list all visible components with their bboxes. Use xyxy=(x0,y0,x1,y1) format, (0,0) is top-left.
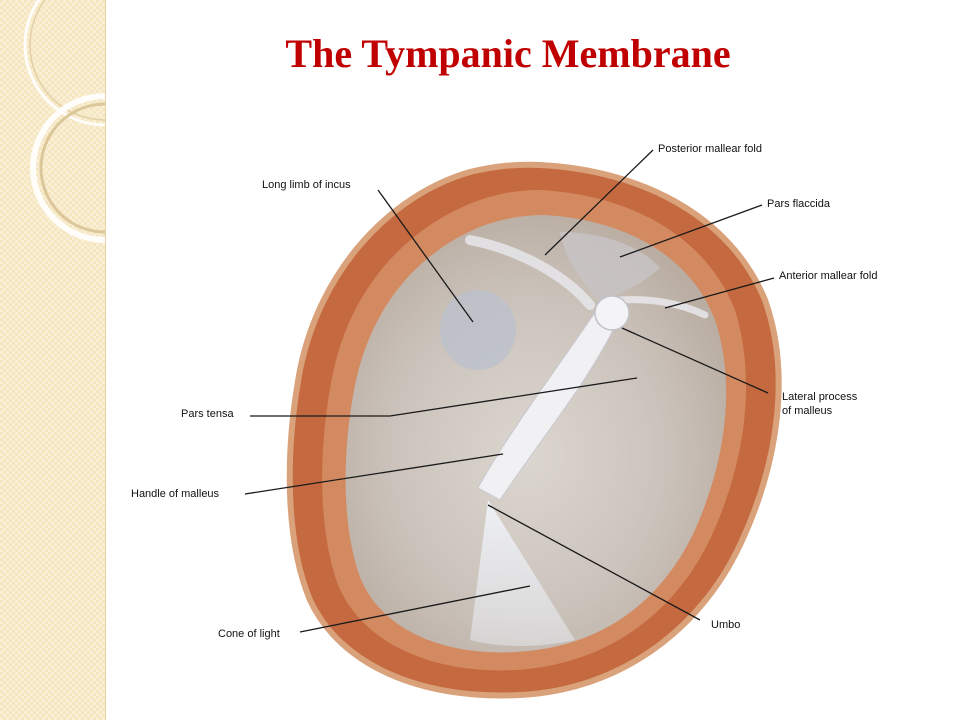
lateral-process-knob xyxy=(594,295,630,331)
tympanic-membrane-diagram: Posterior mallear fold Long limb of incu… xyxy=(131,143,877,699)
leader-posterior-mallear-fold xyxy=(544,149,654,256)
label-pars-tensa: Pars tensa xyxy=(181,408,234,420)
leader-handle-of-malleus xyxy=(244,453,504,495)
label-handle-of-malleus: Handle of malleus xyxy=(131,488,220,500)
decorative-side-strip xyxy=(0,0,106,720)
label-lateral-process-line1: Lateral process xyxy=(782,391,858,403)
incus-shadow xyxy=(440,290,516,370)
slide-title: The Tympanic Membrane xyxy=(285,31,731,76)
posterior-fold-ridge xyxy=(465,235,595,310)
leader-pars-tensa xyxy=(250,377,638,417)
label-posterior-mallear-fold: Posterior mallear fold xyxy=(658,143,762,155)
label-pars-flaccida: Pars flaccida xyxy=(767,198,831,210)
leader-pars-flaccida xyxy=(619,204,763,258)
leader-lateral-process xyxy=(621,327,769,394)
malleus-handle xyxy=(477,304,619,501)
label-umbo: Umbo xyxy=(711,619,740,631)
leader-long-limb-of-incus xyxy=(377,189,474,323)
leader-umbo xyxy=(487,504,701,621)
label-lateral-process-line2: of malleus xyxy=(782,405,833,417)
anterior-fold-ridge xyxy=(616,296,709,319)
label-anterior-mallear-fold: Anterior mallear fold xyxy=(779,270,877,282)
leader-lines xyxy=(244,149,775,633)
cone-of-light-region xyxy=(470,500,575,646)
label-cone-of-light: Cone of light xyxy=(218,628,280,640)
label-long-limb-of-incus: Long limb of incus xyxy=(262,179,351,191)
pars-flaccida-region xyxy=(560,232,660,300)
decorative-rings xyxy=(23,0,105,243)
leader-anterior-mallear-fold xyxy=(664,277,775,309)
leader-cone-of-light xyxy=(299,585,531,633)
